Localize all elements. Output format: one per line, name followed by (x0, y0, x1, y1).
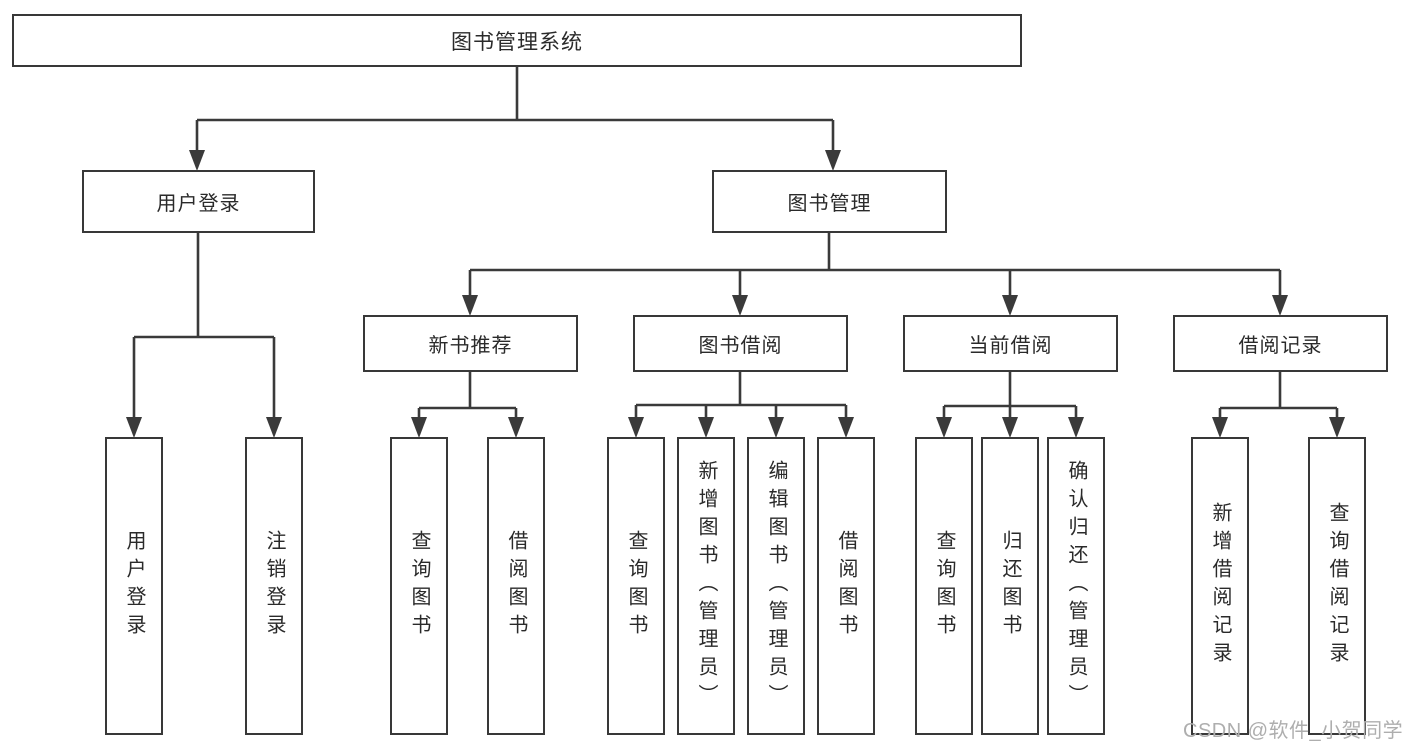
leaf-label: 新增借阅记录 (1209, 502, 1231, 670)
leaf-return-books: 归还图书 (981, 437, 1039, 735)
arrow-icon (1068, 417, 1084, 438)
node-borrow-records: 借阅记录 (1173, 315, 1388, 372)
arrow-icon (1002, 295, 1018, 316)
connector-current-borrow-to-children (942, 371, 1078, 420)
leaf-label: 归还图书 (999, 530, 1021, 642)
leaf-edit-books-admin: 编辑图书（管理员） (747, 437, 805, 735)
connector-new-book-to-children (417, 371, 518, 420)
leaf-confirm-return-admin: 确认归还（管理员） (1047, 437, 1105, 735)
leaf-label: 借阅图书 (505, 530, 527, 642)
leaf-user-login: 用户登录 (105, 437, 163, 735)
node-root: 图书管理系统 (12, 14, 1022, 67)
leaf-label: 查询图书 (408, 530, 430, 642)
arrow-icon (768, 417, 784, 438)
arrow-icon (126, 417, 142, 438)
connector-borrow-records-to-children (1218, 371, 1339, 420)
arrow-icon (189, 150, 205, 171)
arrow-icon (698, 417, 714, 438)
leaf-borrow-books: 借阅图书 (817, 437, 875, 735)
connector-user-login-to-children (132, 232, 276, 420)
arrow-icon (838, 417, 854, 438)
leaf-label: 注销登录 (263, 530, 285, 642)
connector-book-borrow-to-children (634, 371, 848, 420)
node-book-borrow: 图书借阅 (633, 315, 848, 372)
leaf-query-books-recommend: 查询图书 (390, 437, 448, 735)
leaf-label: 查询图书 (933, 530, 955, 642)
arrow-icon (462, 295, 478, 316)
arrow-icon (1212, 417, 1228, 438)
arrow-icon (1002, 417, 1018, 438)
arrow-icon (266, 417, 282, 438)
leaf-borrow-books-recommend: 借阅图书 (487, 437, 545, 735)
connector-book-mgmt-to-children (468, 232, 1282, 297)
csdn-watermark: CSDN @软件_小贺同学 (1183, 720, 1404, 742)
leaf-query-borrow-record: 查询借阅记录 (1308, 437, 1366, 735)
leaf-label: 借阅图书 (835, 530, 857, 642)
leaf-label: 新增图书（管理员） (695, 460, 717, 712)
connector-root-to-level2 (195, 67, 835, 152)
arrow-icon (1272, 295, 1288, 316)
leaf-logout: 注销登录 (245, 437, 303, 735)
arrowheads (126, 150, 1345, 438)
arrow-icon (1329, 417, 1345, 438)
leaf-add-borrow-record: 新增借阅记录 (1191, 437, 1249, 735)
leaf-query-books-current: 查询图书 (915, 437, 973, 735)
arrow-icon (825, 150, 841, 171)
node-current-borrow: 当前借阅 (903, 315, 1118, 372)
leaf-label: 查询图书 (625, 530, 647, 642)
leaf-label: 确认归还（管理员） (1065, 460, 1087, 712)
node-book-management: 图书管理 (712, 170, 947, 233)
leaf-query-books-borrow: 查询图书 (607, 437, 665, 735)
arrow-icon (936, 417, 952, 438)
node-user-login: 用户登录 (82, 170, 315, 233)
leaf-label: 编辑图书（管理员） (765, 460, 787, 712)
node-new-book-recommend: 新书推荐 (363, 315, 578, 372)
leaf-label: 用户登录 (123, 530, 145, 642)
arrow-icon (508, 417, 524, 438)
arrow-icon (411, 417, 427, 438)
leaf-add-books-admin: 新增图书（管理员） (677, 437, 735, 735)
arrow-icon (628, 417, 644, 438)
arrow-icon (732, 295, 748, 316)
leaf-label: 查询借阅记录 (1326, 502, 1348, 670)
